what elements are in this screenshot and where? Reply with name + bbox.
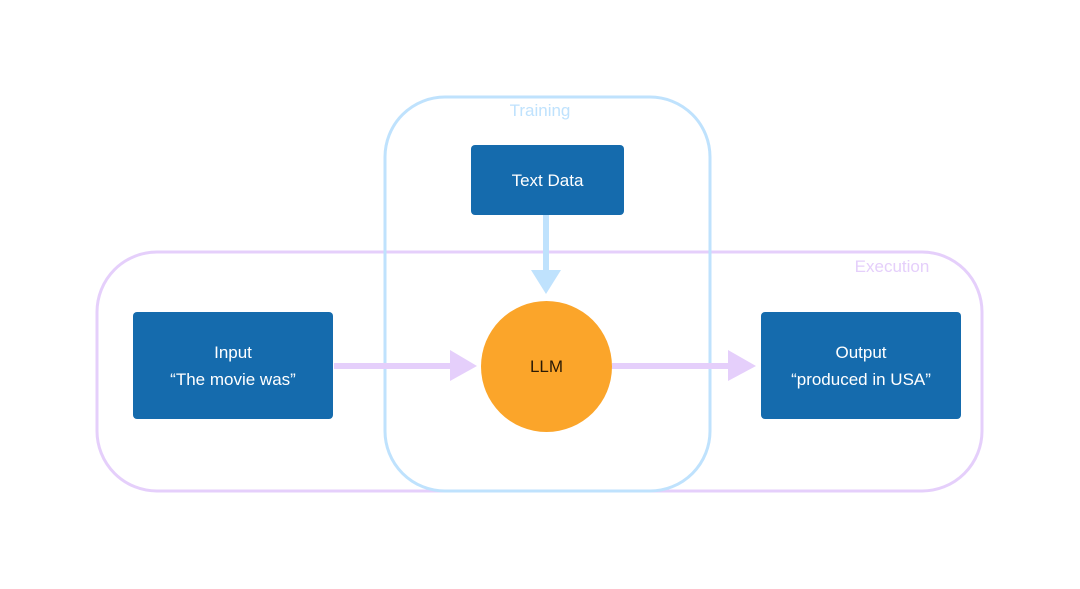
arrow-head-right-1 [450,350,477,381]
llm-label: LLM [529,356,564,376]
arrow-head-right-2 [728,350,756,381]
training-group-border [383,95,712,493]
output-node[interactable]: Output “produced in USA” [761,312,961,419]
output-title: Output [835,342,887,362]
training-label: Training [509,101,571,120]
execution-label: Execution [854,257,930,276]
input-node[interactable]: Input “The movie was” [133,312,333,419]
text-data-label: Text Data [511,170,584,190]
llm-node[interactable]: LLM [481,301,612,432]
input-value: “The movie was” [170,369,296,389]
input-title: Input [214,342,252,362]
arrow-head-down [531,270,561,294]
text-data-node[interactable]: Text Data [471,145,624,215]
output-value: “produced in USA” [791,369,931,389]
